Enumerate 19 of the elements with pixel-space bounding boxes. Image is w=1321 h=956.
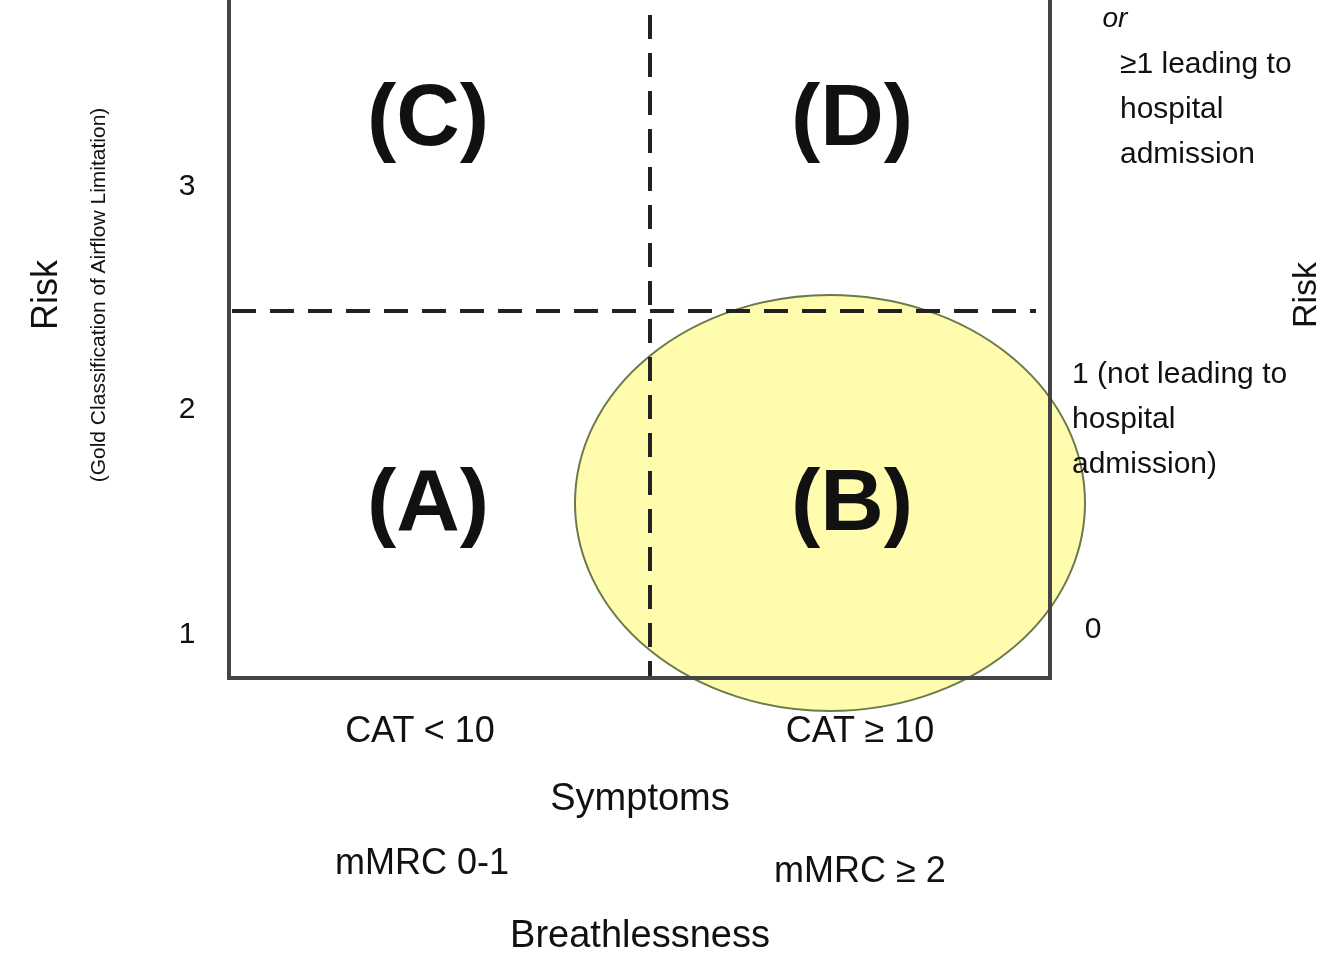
category-label: mMRC 0-1 [335,841,509,883]
axis-title: Risk [1285,261,1321,329]
annotation-text: ≥1 leading to hospital admission [1120,45,1293,171]
quadrant-letter: (B) [790,449,914,551]
annotation-text: or [1102,1,1128,35]
axis-tick: 1 [178,615,196,651]
quadrant-letter: (A) [366,449,490,551]
axis-tick: 0 [1084,610,1102,646]
axis-title: Risk [24,260,66,330]
category-label: CAT ≥ 10 [785,709,935,751]
axis-title: Symptoms [550,776,730,820]
category-label: CAT < 10 [345,709,495,751]
axis-subtitle: (Gold Classification of Airflow Limitation) [85,107,110,483]
axis-title: Breathlessness [510,913,770,956]
category-label: mMRC ≥ 2 [774,849,946,891]
quadrant-letter: (C) [366,64,490,166]
axis-tick: 2 [178,390,196,426]
axis-tick: 3 [178,167,196,203]
quadrant-letter: (D) [790,64,914,166]
